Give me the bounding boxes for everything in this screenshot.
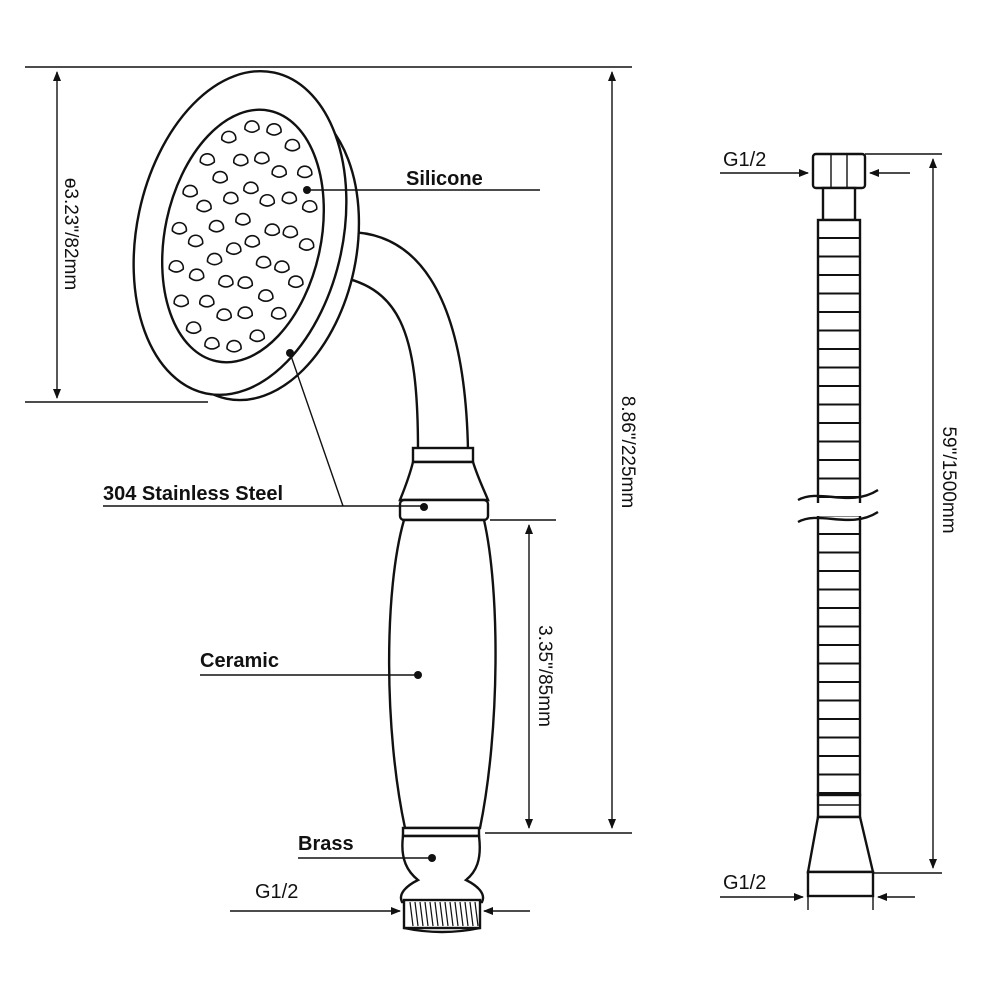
nozzle — [218, 274, 234, 288]
nozzle — [199, 152, 216, 166]
neck-collar — [411, 446, 475, 464]
shower-head-outer — [132, 69, 348, 397]
nozzle — [259, 193, 276, 207]
thread-line — [444, 901, 449, 927]
nozzle — [249, 329, 266, 343]
hose-break-bottom — [797, 510, 879, 524]
hand-shower-drawing: Silicone 304 Stainless Steel Ceramic Bra… — [103, 69, 540, 934]
steel-leader-head — [289, 352, 344, 507]
label-ceramic: Ceramic — [200, 650, 279, 672]
thread-line — [434, 901, 439, 927]
nozzle — [301, 199, 318, 213]
hose-bottom-nut — [806, 870, 875, 898]
hose-bottom-collar — [816, 793, 862, 819]
thread-bottom-cap — [403, 926, 481, 934]
nozzle — [232, 153, 249, 167]
nozzle — [173, 294, 190, 308]
nozzle — [226, 339, 242, 353]
shower-hose-drawing — [797, 152, 879, 898]
thread-line — [459, 901, 464, 927]
nozzle — [281, 191, 298, 205]
thread-line — [469, 901, 474, 927]
label-g12-hose-bottom: G1/2 — [723, 872, 766, 894]
nozzle — [298, 238, 315, 251]
ceramic-handle — [387, 518, 497, 830]
nozzle — [188, 268, 205, 282]
thread-line — [439, 901, 444, 927]
nozzle — [235, 212, 251, 226]
nozzle — [258, 289, 274, 303]
hose-length-value: 59"/1500mm — [938, 426, 959, 533]
nozzle — [254, 151, 270, 165]
label-silicone: Silicone — [406, 168, 483, 190]
label-g12-handle: G1/2 — [255, 881, 298, 903]
nozzle — [270, 306, 287, 320]
nozzle — [204, 336, 220, 350]
nozzle — [243, 181, 259, 195]
nozzle — [168, 259, 185, 273]
nozzle — [282, 225, 299, 239]
steel-collar-base — [398, 498, 490, 522]
thread-lines — [409, 901, 479, 927]
nozzle — [244, 234, 261, 248]
nozzle — [196, 199, 212, 213]
label-brass: Brass — [298, 833, 354, 855]
hose-break-gap — [815, 503, 863, 516]
hose-g12-top: G1/2 — [720, 149, 910, 177]
nozzle — [206, 252, 223, 266]
nozzle — [208, 219, 225, 233]
nozzle — [266, 122, 282, 136]
nozzle — [237, 306, 254, 320]
thread-line — [464, 901, 469, 927]
nozzle — [182, 184, 198, 198]
hose-length-dimension: 59"/1500mm — [865, 153, 959, 874]
nozzle — [244, 120, 260, 133]
nozzle — [187, 234, 204, 248]
thread-line — [474, 901, 479, 927]
nozzle — [255, 255, 272, 269]
thread-line — [429, 901, 434, 927]
hose-ribs — [818, 237, 860, 794]
nozzle — [223, 191, 239, 205]
head-diameter-value: ɵ3.23"/82mm — [60, 178, 81, 290]
total-length-value: 8.86"/225mm — [617, 396, 638, 508]
hose-g12-bottom: G1/2 — [720, 872, 915, 910]
thread-line — [454, 901, 459, 927]
nozzle — [171, 221, 188, 235]
hose-top-ferrule — [821, 186, 857, 222]
nozzle — [237, 276, 254, 290]
nozzle — [212, 170, 228, 184]
label-stainless-steel: 304 Stainless Steel — [103, 483, 283, 505]
handle-length-dimension: 3.35"/85mm — [490, 519, 556, 829]
handle-length-value: 3.35"/85mm — [534, 625, 555, 727]
nozzle — [288, 275, 304, 289]
thread-line — [409, 901, 414, 927]
brass-body — [399, 834, 485, 904]
steel-collar-ring — [398, 460, 490, 502]
total-length-dimension: 8.86"/225mm — [485, 71, 638, 834]
label-g12-hose-top: G1/2 — [723, 149, 766, 171]
nozzle — [225, 242, 242, 256]
nozzle — [274, 260, 290, 274]
nozzle — [264, 223, 281, 237]
collar-dot — [420, 503, 428, 511]
nozzle — [220, 130, 237, 144]
head-diameter-dimension: ɵ3.23"/82mm — [25, 66, 632, 403]
nozzle — [185, 321, 202, 335]
thread-line — [424, 901, 429, 927]
thread-line — [414, 901, 419, 927]
thread-line — [419, 901, 424, 927]
hose-break-top — [797, 488, 879, 502]
shower-face-plate — [160, 108, 326, 364]
nozzle — [296, 165, 313, 179]
nozzle — [199, 294, 215, 308]
hose-bottom-cone — [806, 815, 875, 874]
nozzle — [284, 138, 301, 152]
silicone-nozzles — [168, 120, 318, 353]
nozzle — [216, 308, 232, 322]
hose-top-nut — [811, 152, 867, 190]
nozzle — [271, 165, 287, 178]
thread-line — [449, 901, 454, 927]
